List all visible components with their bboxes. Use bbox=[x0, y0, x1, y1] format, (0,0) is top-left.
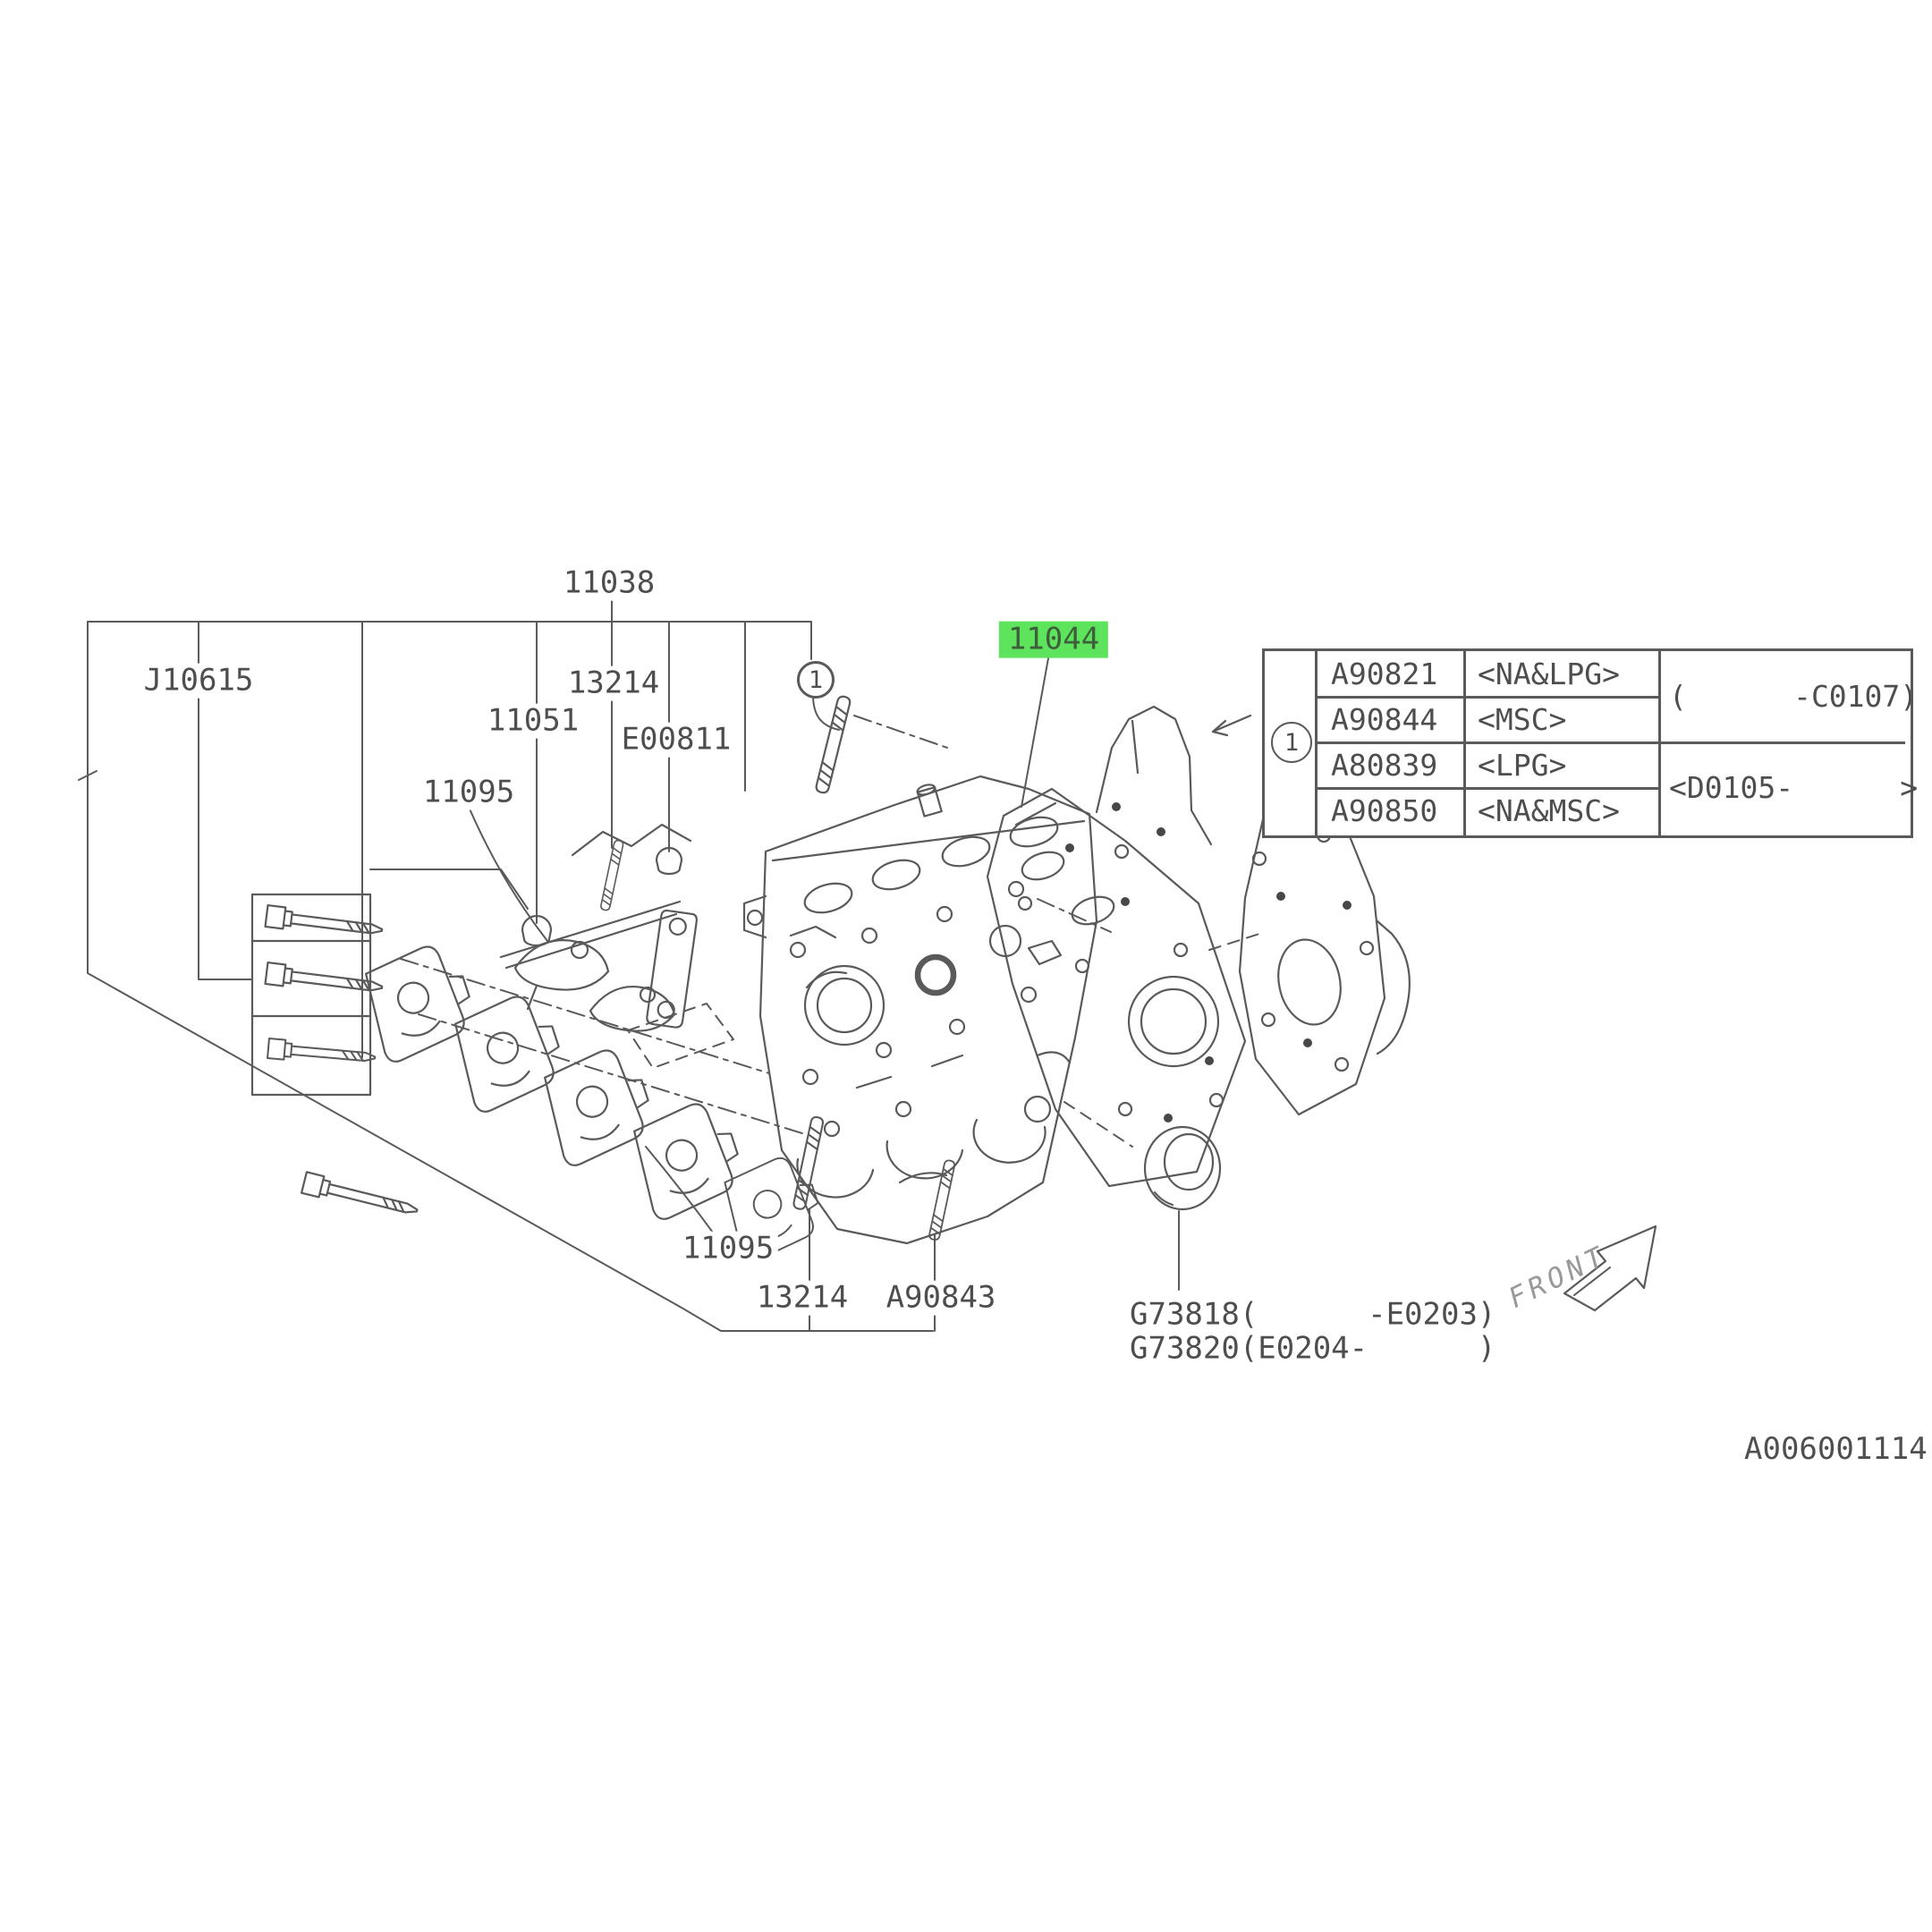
head-gasket-drawing bbox=[986, 787, 1247, 1188]
table-part-number: A90821 bbox=[1331, 657, 1438, 691]
part-label-11051: 11051 bbox=[482, 703, 584, 739]
valve-lifter-blocks bbox=[356, 937, 830, 1266]
parts-table: 1 A90821 A90844 A80839 A90850 <NA&LPG> <… bbox=[1262, 648, 1918, 838]
part-label-11044-highlighted: 11044 bbox=[998, 621, 1109, 658]
part-label-11095-bottom: 11095 bbox=[677, 1231, 779, 1267]
table-part-number: A90850 bbox=[1331, 793, 1438, 828]
table-part-number: A80839 bbox=[1331, 748, 1438, 783]
table-callout-marker: 1 bbox=[1271, 722, 1312, 763]
oil-seal-drawing bbox=[1143, 1125, 1222, 1211]
table-part-number: A90844 bbox=[1331, 702, 1438, 737]
center-axis-lines bbox=[400, 715, 1260, 1148]
table-variant: <NA&LPG> bbox=[1478, 657, 1620, 691]
plug-and-dowel-drawings bbox=[521, 846, 683, 947]
part-label-g73818: G73818( -E0203) bbox=[1125, 1297, 1501, 1333]
part-label-g73820: G73820(E0204- ) bbox=[1125, 1331, 1501, 1367]
callout-1-marker: 1 bbox=[797, 661, 835, 699]
table-date-range: <D0105- > bbox=[1669, 770, 1919, 805]
leader-lines bbox=[78, 593, 1180, 1332]
callout-1-number: 1 bbox=[808, 665, 824, 694]
table-divider bbox=[1315, 787, 1661, 790]
drawing-code: A006001114 bbox=[1744, 1431, 1928, 1467]
rocker-assembly-drawing bbox=[499, 823, 698, 1032]
front-arrow bbox=[1563, 1224, 1657, 1312]
table-divider bbox=[1315, 741, 1905, 744]
cylinder-head-drawing bbox=[742, 775, 1098, 1245]
part-label-e00811: E00811 bbox=[616, 722, 736, 758]
bolt-set-bracket bbox=[250, 893, 421, 1223]
table-variant: <MSC> bbox=[1478, 702, 1567, 737]
part-label-a90843: A90843 bbox=[881, 1280, 1001, 1316]
table-callout-number: 1 bbox=[1284, 728, 1300, 757]
part-label-j10615: J10615 bbox=[139, 663, 258, 699]
part-label-13214-top: 13214 bbox=[563, 665, 665, 701]
part-label-11038: 11038 bbox=[558, 565, 660, 601]
table-variant: <NA&MSC> bbox=[1478, 793, 1620, 828]
table-divider bbox=[1315, 696, 1661, 699]
table-variant: <LPG> bbox=[1478, 748, 1567, 783]
part-label-11095-top: 11095 bbox=[418, 775, 520, 810]
table-date-range: ( -C0107) bbox=[1669, 679, 1919, 714]
part-label-13214-bottom: 13214 bbox=[751, 1280, 853, 1316]
